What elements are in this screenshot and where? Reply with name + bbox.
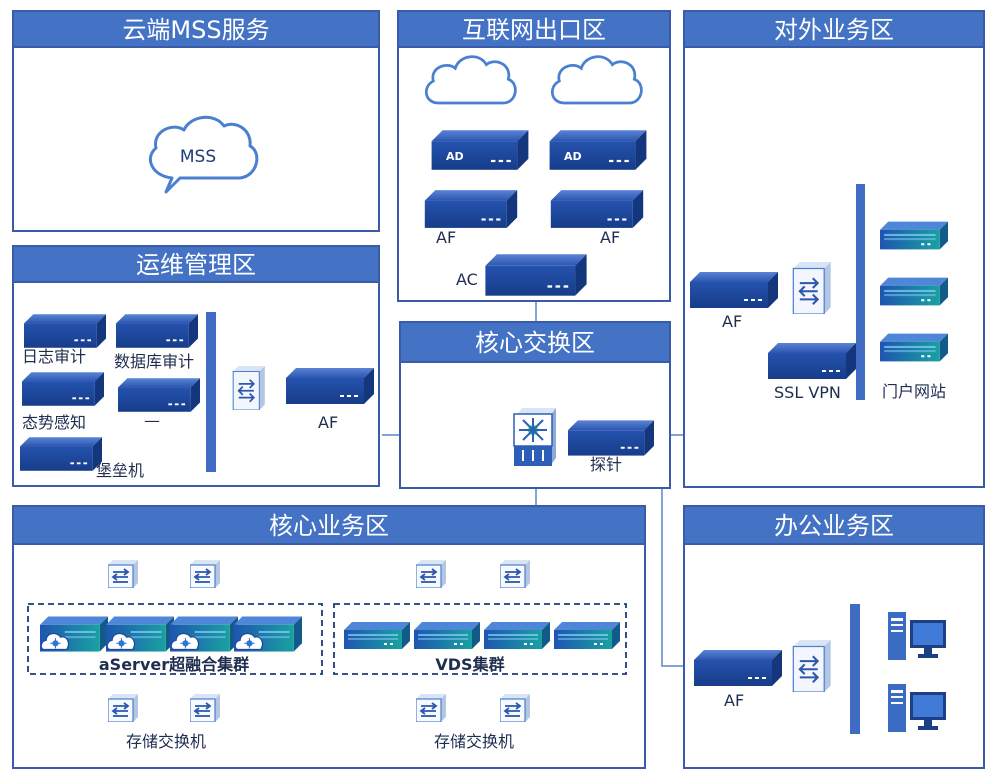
switch-icon [416,560,446,588]
zone-title-external: 对外业务区 [774,16,894,44]
server-icon [344,622,410,649]
probe-label: 探针 [590,455,622,474]
af-label-right: AF [600,228,620,247]
switch-icon [792,262,832,314]
mss-label: MSS [180,147,216,167]
server-icon [880,277,948,306]
zone-office: 办公业务区 [683,505,985,769]
aserver-cluster-frame [27,603,323,675]
ad-tag: AD [564,150,582,163]
af-label-left: AF [436,228,456,247]
ad-device-right: AD [549,130,647,170]
firewall-icon [286,368,374,404]
zone-title-core-business: 核心业务区 [269,512,389,540]
switch-icon [190,694,220,722]
mss-cloud-icon: MSS [149,115,259,194]
office-af-label: AF [724,691,744,710]
server-icon [116,314,198,348]
ops-af-label: AF [318,413,338,432]
dash-label: — [144,411,160,430]
server-icon [880,333,948,362]
server-icon [118,378,200,412]
hci-server-icon [234,615,302,653]
switch-icon [792,640,832,692]
ops-backbone-bar [206,312,216,472]
storage-switch-label-left: 存储交换机 [126,732,206,751]
switch-icon [108,560,138,588]
access-controller-icon [485,254,587,296]
portal-label: 门户网站 [882,382,946,401]
log-audit-label: 日志审计 [22,347,86,366]
server-icon [484,622,550,649]
server-icon [414,622,480,649]
aserver-cluster-label: aServer超融合集群 [99,655,249,674]
server-icon [22,372,104,406]
bastion-label: 堡垒机 [96,461,144,480]
zone-title-core-switch: 核心交换区 [475,329,595,357]
zone-title-cloud-mss: 云端MSS服务 [122,16,269,44]
server-icon [554,622,620,649]
switch-icon [232,366,266,410]
switch-icon [416,694,446,722]
server-icon [20,437,102,471]
external-backbone-bar [856,184,865,400]
firewall-icon [694,650,782,686]
firewall-icon [690,272,778,308]
vds-cluster-label: VDS集群 [435,655,504,674]
external-af-label: AF [722,312,742,331]
switch-icon [108,694,138,722]
db-audit-label: 数据库审计 [114,352,194,371]
switch-icon [190,560,220,588]
vpn-device-icon [768,343,856,379]
ssl-vpn-label: SSL VPN [774,383,841,402]
zone-title-ops: 运维管理区 [136,251,256,279]
situation-label: 态势感知 [22,413,86,432]
ad-device-left: AD [431,130,529,170]
firewall-icon [424,190,518,228]
probe-device-icon [568,420,654,456]
zone-title-office: 办公业务区 [774,512,894,540]
switch-icon [500,560,530,588]
ac-label: AC [456,270,478,289]
vds-cluster-frame [333,603,627,675]
office-backbone-bar [850,604,860,734]
firewall-icon [550,190,644,228]
hci-server-icon [40,615,108,653]
ad-tag: AD [446,150,464,163]
hci-server-icon [106,615,174,653]
switch-icon [500,694,530,722]
server-icon [880,221,948,250]
server-icon [24,314,106,348]
core-switch-icon [513,408,556,466]
storage-switch-label-right: 存储交换机 [434,732,514,751]
hci-server-icon [170,615,238,653]
zone-title-internet: 互联网出口区 [462,16,606,44]
